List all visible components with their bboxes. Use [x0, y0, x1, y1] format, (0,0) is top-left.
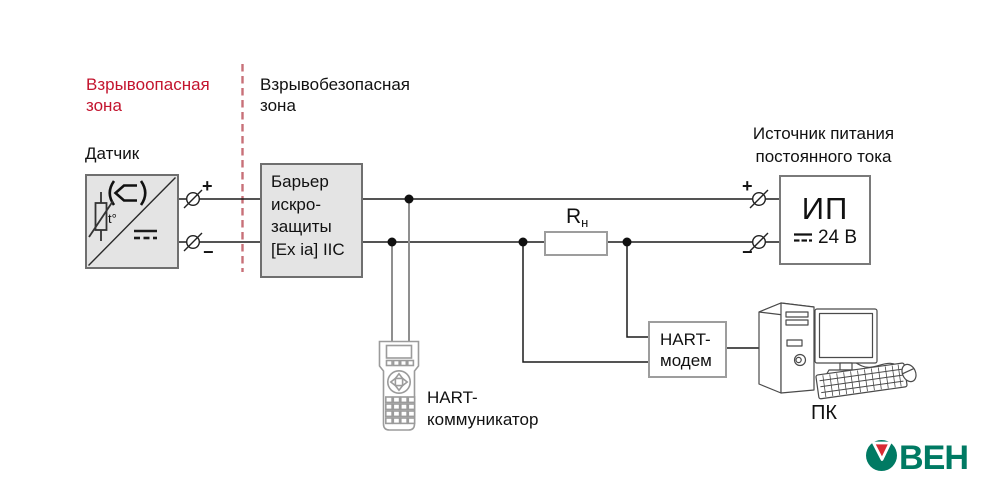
junction-dot [404, 194, 414, 204]
load-resistor-symbol: R [566, 205, 582, 228]
psu-name: ИП [801, 190, 849, 226]
psu-caption: Источник питания постоянного тока [752, 124, 895, 166]
pc-keyboard [815, 362, 908, 400]
sensor-label: Датчик [85, 144, 140, 163]
load-resistor-label: Rн [566, 206, 588, 234]
logo-letters: ВЕН [899, 439, 968, 477]
sensor-plus-sign: + [202, 176, 213, 196]
sensor-diagonal [88, 177, 176, 266]
sensor-minus-terminal-icon [183, 232, 203, 252]
psu-minus-sign: − [742, 242, 753, 262]
modem-tap-left-wire [522, 242, 649, 363]
hart-communicator-label: HART- коммуникатор [427, 388, 539, 429]
barrier-box: Барьер искро- защиты [Ex ia] IIC [260, 163, 363, 278]
load-resistor-box [544, 231, 608, 256]
communicator-keypad [384, 396, 416, 425]
hart-modem-box: HART- модем [648, 321, 727, 378]
dc-symbol-icon [793, 232, 812, 242]
junction-dot [518, 237, 528, 247]
pc-mouse [901, 363, 917, 383]
hart-communicator-icon [378, 340, 420, 431]
sensor-minus-sign: − [203, 242, 214, 262]
psu-voltage: 24 В [817, 226, 858, 248]
owen-logo: ВЕН [866, 439, 969, 477]
pc-tower-side [758, 302, 782, 394]
junction-dot [622, 237, 632, 247]
psu-box: ИП 24 В [779, 175, 871, 265]
junction-dot [387, 237, 397, 247]
psu-plus-terminal-icon [749, 189, 769, 209]
terminal-icons [183, 189, 769, 252]
pc-icon [758, 302, 917, 400]
sensor-box: t° [85, 174, 179, 269]
sensor-plus-terminal-icon [183, 189, 203, 209]
sensor-probe-icon [108, 180, 147, 206]
psu-plus-sign: + [742, 176, 753, 196]
safe-zone-label: Взрывобезопасная зона [260, 75, 410, 115]
hazardous-zone-label: Взрывоопасная зона [86, 75, 210, 115]
logo-mark-check [872, 441, 892, 461]
dc-symbol-icon [134, 229, 157, 240]
modem-tap-right-wire [626, 242, 649, 338]
psu-minus-terminal-icon [749, 232, 769, 252]
sensor-temp-label: t° [108, 211, 117, 226]
thermistor-icon [88, 192, 114, 241]
load-resistor-subscript: н [581, 215, 589, 230]
pc-label: ПК [810, 402, 838, 424]
